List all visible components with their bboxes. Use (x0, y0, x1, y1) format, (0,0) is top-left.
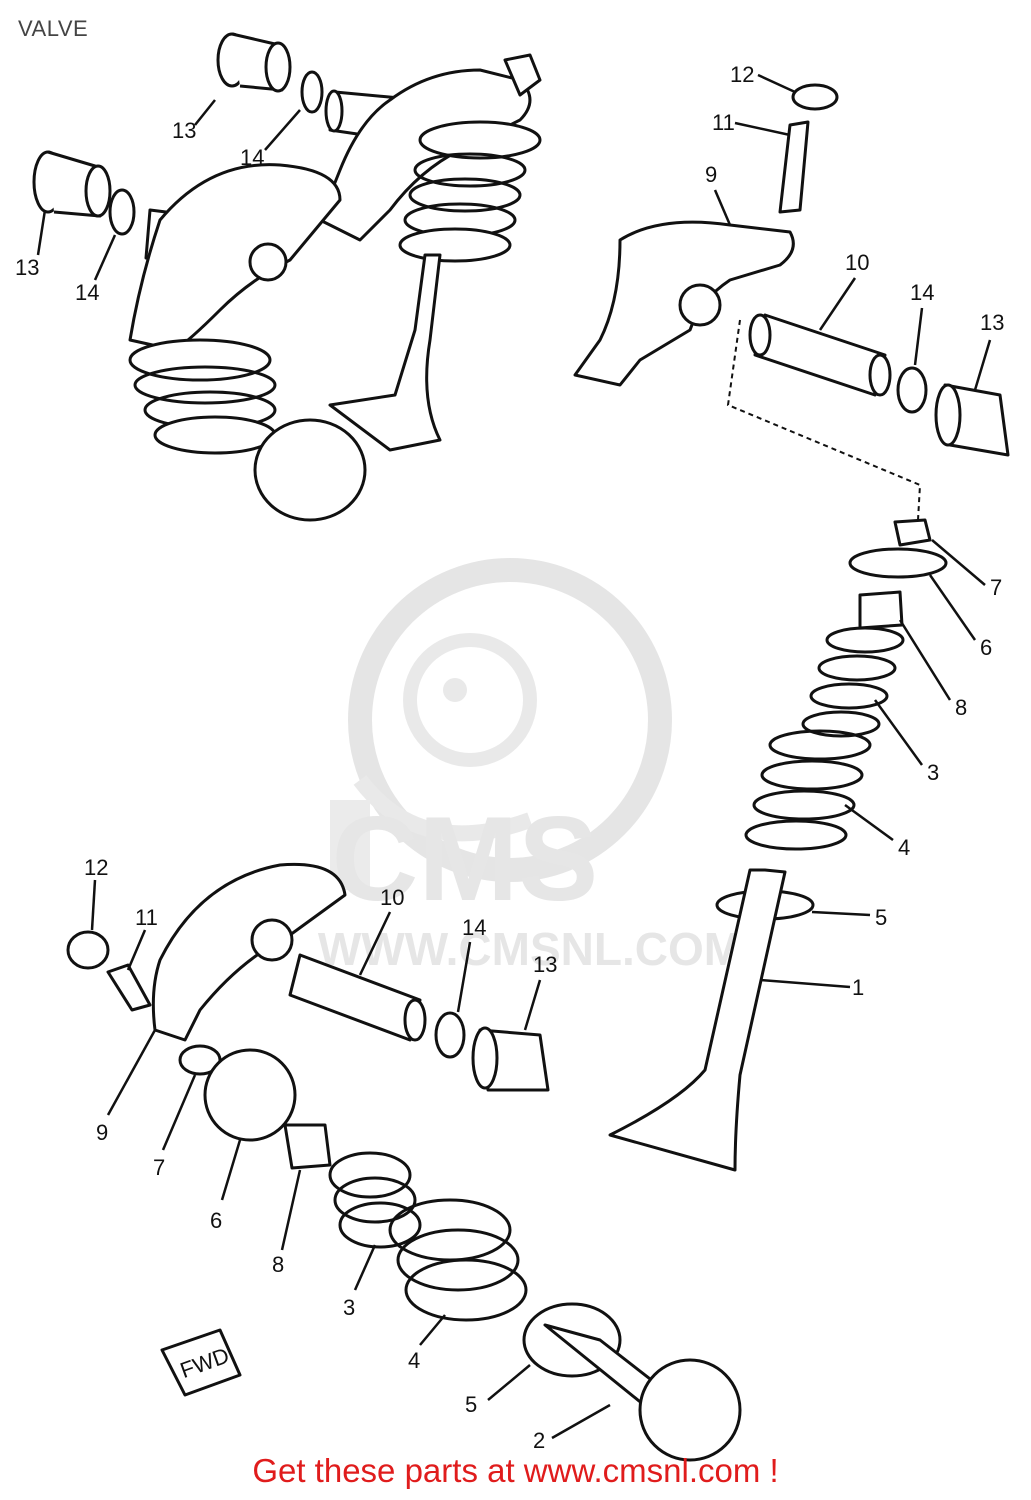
callout-9: 9 (96, 1120, 108, 1145)
rocker-arm-lower (128, 163, 342, 352)
retainer-6-bottom (203, 1048, 297, 1142)
valve-1 (608, 868, 787, 1172)
cms-watermark: CMS WWW.CMSNL.COM (318, 558, 742, 975)
inner-spring-3-bottom (328, 1151, 422, 1249)
callout-14: 14 (240, 145, 264, 170)
callout-13: 13 (533, 952, 557, 977)
outer-spring-4-bottom (388, 1198, 528, 1322)
cap-13-upper (216, 32, 292, 93)
spring-lower-left (128, 338, 277, 455)
spring-upper (398, 120, 542, 263)
callout-13: 13 (15, 255, 39, 280)
bottom-left-assembly: FWD 12 11 10 14 13 9 7 6 8 3 4 5 2 (66, 855, 742, 1462)
fwd-badge: FWD (160, 1328, 242, 1397)
callout-14: 14 (75, 280, 99, 305)
callout-7: 7 (990, 575, 1002, 600)
callout-8: 8 (272, 1252, 284, 1277)
callout-13: 13 (980, 310, 1004, 335)
callout-7: 7 (153, 1155, 165, 1180)
ring-14-upper (300, 70, 324, 114)
seal-8-bottom (283, 1123, 332, 1170)
rocker-shaft-10 (748, 313, 892, 397)
cotter-7 (893, 518, 932, 547)
rocker-arm-9-bottom (151, 862, 347, 1042)
cap-13-bottom (471, 1026, 550, 1092)
callout-1: 1 (852, 975, 864, 1000)
callout-9: 9 (705, 162, 717, 187)
callout-5: 5 (875, 905, 887, 930)
page-title: VALVE (18, 16, 89, 41)
retainer-6 (848, 547, 948, 579)
valve-upper (328, 253, 442, 452)
callout-4: 4 (898, 835, 910, 860)
watermark-brand: CMS (332, 792, 599, 926)
outer-spring-4 (744, 729, 872, 851)
ring-14-bottom (434, 1011, 466, 1059)
callout-10: 10 (845, 250, 869, 275)
watermark-url: WWW.CMSNL.COM (318, 923, 742, 975)
callout-11: 11 (135, 905, 158, 930)
callout-12: 12 (730, 62, 754, 87)
cap-13-lower (32, 150, 112, 218)
callout-12: 12 (84, 855, 108, 880)
ring-14 (896, 366, 928, 414)
callout-3: 3 (927, 760, 939, 785)
callout-11: 11 (712, 110, 735, 135)
callout-6: 6 (210, 1208, 222, 1233)
rocker-shaft-10-bottom (288, 953, 427, 1042)
callout-3: 3 (343, 1295, 355, 1320)
adjust-screw-11 (778, 120, 810, 214)
callout-6: 6 (980, 635, 992, 660)
callout-14: 14 (462, 915, 486, 940)
ring-14-lower (108, 188, 136, 236)
cap-12-bottom (66, 930, 110, 970)
callout-13: 13 (172, 118, 196, 143)
adjust-screw-11-bottom (106, 963, 152, 1012)
cap-13 (934, 383, 1010, 457)
inner-spring-3 (801, 626, 905, 738)
cap-12 (791, 83, 839, 111)
callout-4: 4 (408, 1348, 420, 1373)
top-left-assembly: 13 14 13 14 (15, 32, 542, 522)
valve-head-lower-left (253, 418, 367, 522)
valve-head-2 (638, 1358, 742, 1462)
top-right-assembly: 12 11 9 10 14 13 (573, 62, 1010, 521)
callout-10: 10 (380, 885, 404, 910)
callout-5: 5 (465, 1392, 477, 1417)
footer-link-text[interactable]: Get these parts at www.cmsnl.com ! (252, 1452, 779, 1489)
callout-8: 8 (955, 695, 967, 720)
seal-8 (858, 590, 904, 630)
callout-14: 14 (910, 280, 934, 305)
right-valve-stack: 7 6 8 3 4 5 1 (608, 518, 1002, 1172)
callout-2: 2 (533, 1428, 545, 1453)
